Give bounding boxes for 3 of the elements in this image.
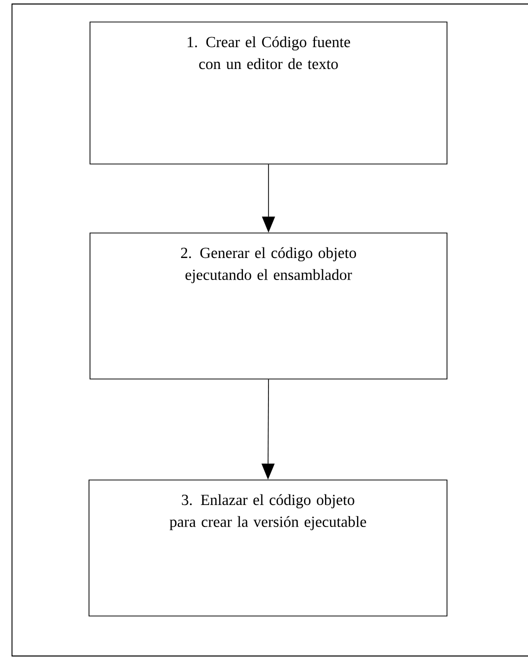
process-box: 2. Generar el código objeto ejecutando el ensamblador — [90, 232, 448, 380]
process-box: 1. Crear el Código fuente con un editor de texto — [90, 22, 448, 164]
process-box: 3. Enlazar el código objeto para crear la versión ejecutable — [88, 480, 448, 616]
